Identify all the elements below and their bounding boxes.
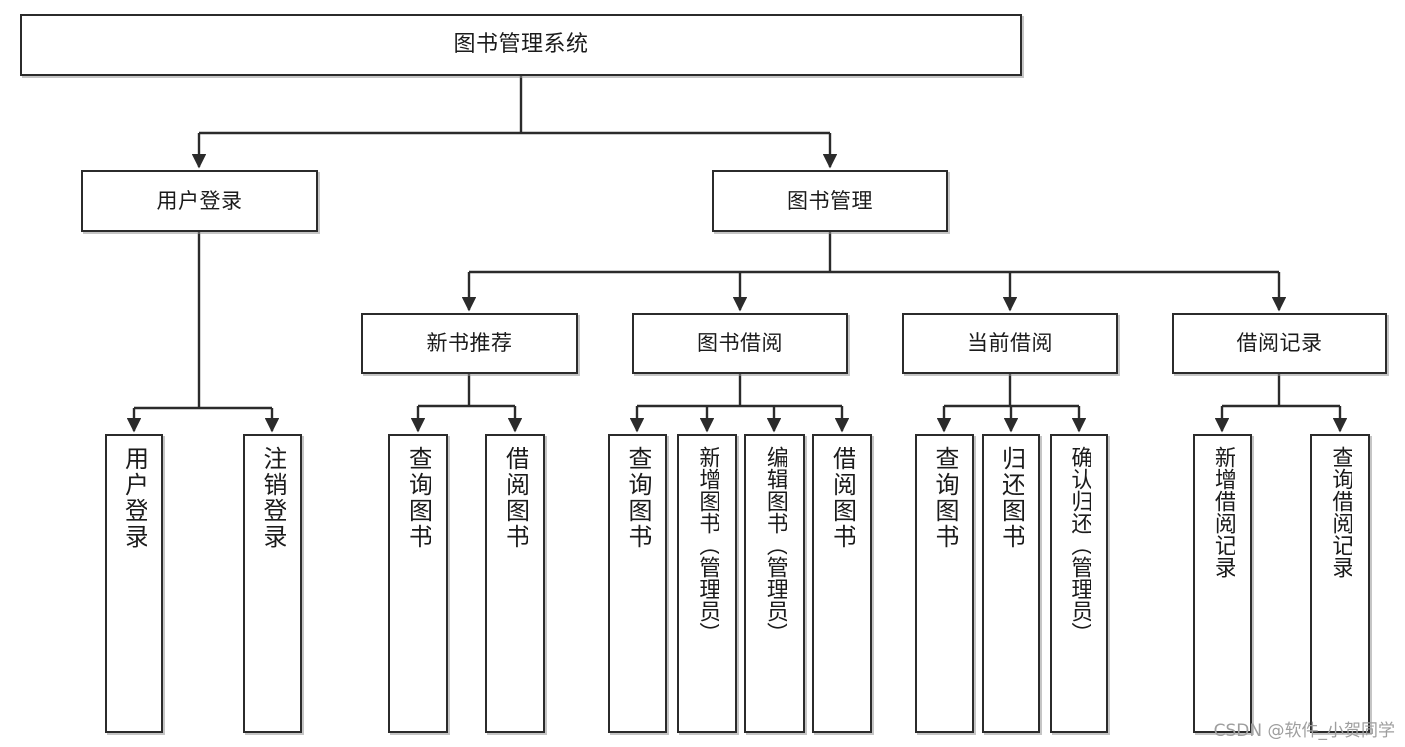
node-label: 图书管理	[787, 188, 873, 213]
node-label: 当前借阅	[967, 331, 1053, 356]
node-root-system[interactable]: 图书管理系统	[20, 14, 1022, 76]
node-label: 归还图书	[997, 446, 1025, 550]
node-leaf-query-book-new[interactable]: 查询图书	[388, 434, 448, 733]
node-label: 用户登录	[120, 446, 148, 550]
node-leaf-add-borrow-record[interactable]: 新增借阅记录	[1193, 434, 1252, 733]
node-leaf-borrow-book-new[interactable]: 借阅图书	[485, 434, 545, 733]
node-label: 图书借阅	[697, 331, 783, 356]
node-label: 新增借阅记录	[1210, 446, 1235, 578]
node-borrow-record[interactable]: 借阅记录	[1172, 313, 1387, 374]
node-label: 查询图书	[404, 446, 432, 550]
node-leaf-query-book-current[interactable]: 查询图书	[915, 434, 974, 733]
node-label: 确认归还（管理员）	[1067, 446, 1092, 644]
node-label: 注销登录	[259, 446, 286, 550]
node-current-borrow[interactable]: 当前借阅	[902, 313, 1118, 374]
node-leaf-edit-book-admin[interactable]: 编辑图书（管理员）	[744, 434, 805, 733]
node-new-book-recommend[interactable]: 新书推荐	[361, 313, 578, 374]
node-leaf-add-book-admin[interactable]: 新增图书（管理员）	[677, 434, 737, 733]
node-label: 用户登录	[156, 188, 243, 213]
node-book-borrow[interactable]: 图书借阅	[632, 313, 848, 374]
node-label: 借阅图书	[501, 446, 529, 550]
node-label: 借阅图书	[828, 446, 856, 550]
csdn-watermark: CSDN @软件_小贺同学	[1213, 721, 1395, 741]
node-leaf-logout[interactable]: 注销登录	[243, 434, 302, 733]
node-leaf-query-book[interactable]: 查询图书	[608, 434, 667, 733]
node-label: 图书管理系统	[453, 32, 589, 58]
node-leaf-query-borrow-record[interactable]: 查询借阅记录	[1310, 434, 1370, 733]
node-label: 查询图书	[624, 446, 651, 550]
node-label: 编辑图书（管理员）	[762, 446, 787, 644]
node-leaf-confirm-return-admin[interactable]: 确认归还（管理员）	[1050, 434, 1108, 733]
node-label: 新书推荐	[426, 331, 513, 356]
node-leaf-user-login[interactable]: 用户登录	[105, 434, 163, 733]
node-user-login[interactable]: 用户登录	[81, 170, 318, 232]
node-label: 查询图书	[931, 446, 958, 550]
node-label: 借阅记录	[1236, 331, 1323, 356]
node-label: 新增图书（管理员）	[695, 446, 720, 644]
node-leaf-return-book[interactable]: 归还图书	[982, 434, 1040, 733]
node-book-manage[interactable]: 图书管理	[712, 170, 948, 232]
node-label: 查询借阅记录	[1328, 446, 1353, 578]
node-leaf-borrow-book[interactable]: 借阅图书	[812, 434, 872, 733]
